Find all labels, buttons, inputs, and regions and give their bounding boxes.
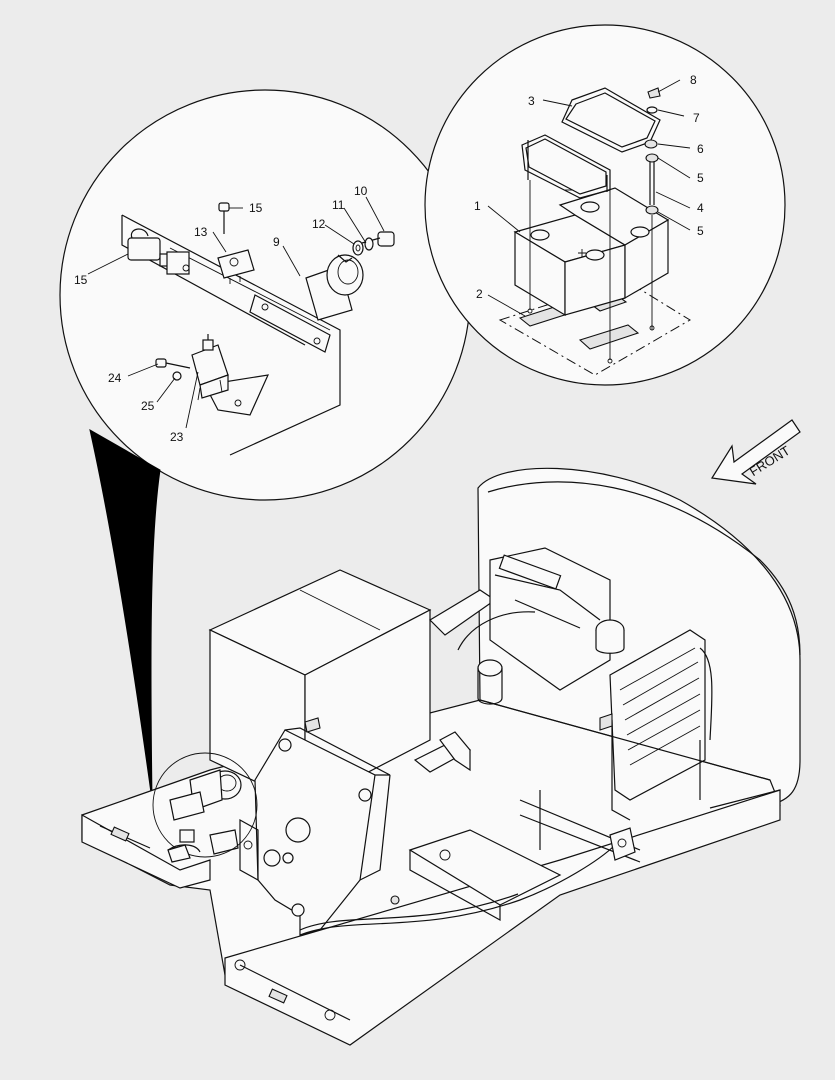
callout-6: 6 [697, 142, 704, 156]
radiator [599, 629, 713, 821]
part-9-battery-switch [305, 254, 364, 321]
battery-detail-view: 3 1 2 8 7 6 5 4 5 [424, 24, 786, 386]
part-1-battery-rear [558, 187, 670, 300]
front-direction-arrow: FRONT [710, 419, 801, 485]
part-15-connector [127, 228, 190, 275]
callout-14: 15 [249, 201, 263, 215]
callout-5-upper: 5 [697, 171, 704, 185]
part-13-terminal [182, 249, 255, 284]
part-14-bolt [218, 202, 230, 234]
callout-9: 9 [273, 235, 280, 249]
callout-3: 3 [528, 94, 535, 108]
callout-15: 15 [74, 273, 88, 287]
callout-25: 25 [141, 399, 155, 413]
callout-24: 24 [108, 371, 122, 385]
callout-7: 7 [693, 111, 700, 125]
callout-4: 4 [697, 201, 704, 215]
boom-swing-bracket [239, 727, 391, 936]
callout-1: 1 [474, 199, 481, 213]
callout-12: 12 [312, 217, 326, 231]
part-23-relay [191, 334, 229, 401]
callout-5-lower: 5 [697, 224, 704, 238]
callout-13: 13 [194, 225, 208, 239]
detail-pointer [89, 429, 161, 801]
engine [457, 547, 625, 705]
switch-detail-view: 15 13 15 9 12 11 10 24 25 23 [59, 89, 471, 801]
switch-location-circle [152, 752, 258, 863]
part-10-11-12-hardware [352, 231, 395, 256]
callout-23: 23 [170, 430, 184, 444]
callout-8: 8 [690, 73, 697, 87]
callout-11: 11 [332, 198, 345, 212]
callout-10: 10 [354, 184, 368, 198]
machine-chassis [81, 467, 801, 1046]
callout-2: 2 [476, 287, 483, 301]
